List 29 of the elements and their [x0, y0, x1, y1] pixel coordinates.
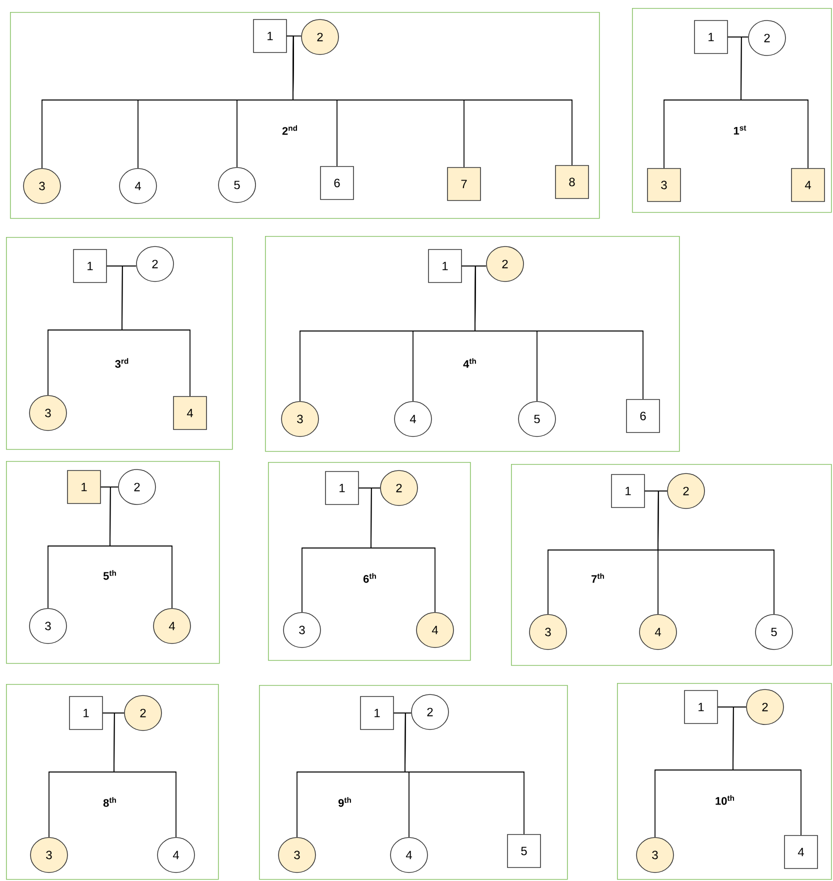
descent-line — [461, 266, 644, 400]
male-square: 4 — [791, 168, 825, 202]
male-square: 8 — [555, 165, 589, 199]
descent-line — [717, 706, 802, 836]
male-square: 4 — [784, 835, 818, 869]
male-square: 1 — [73, 249, 107, 283]
descent-line — [393, 712, 524, 835]
descent-line — [100, 486, 172, 609]
male-square: 1 — [684, 690, 718, 724]
male-square: 7 — [447, 167, 481, 201]
descent-line — [644, 490, 774, 615]
male-square: 1 — [428, 249, 462, 283]
male-square: 1 — [360, 696, 394, 730]
descent-line — [102, 712, 176, 838]
male-square: 1 — [325, 471, 359, 505]
descent-line — [358, 488, 436, 613]
descent-line — [727, 36, 808, 169]
male-square: 1 — [69, 696, 103, 730]
male-square: 4 — [173, 396, 207, 430]
male-square: 6 — [626, 399, 660, 433]
male-square: 1 — [611, 474, 645, 508]
male-square: 1 — [694, 20, 728, 54]
descent-line — [286, 36, 572, 166]
descent-line — [106, 266, 190, 397]
male-square: 1 — [67, 470, 101, 504]
male-square: 5 — [507, 834, 541, 868]
male-square: 6 — [320, 166, 354, 200]
male-square: 1 — [253, 19, 287, 53]
male-square: 3 — [647, 168, 681, 202]
